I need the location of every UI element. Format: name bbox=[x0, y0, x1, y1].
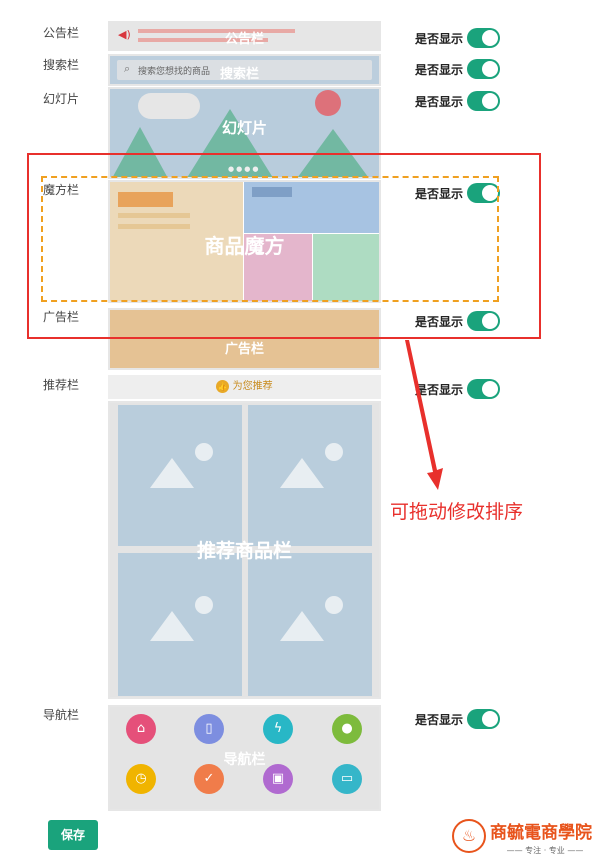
preview-title: 幻灯片 bbox=[221, 119, 267, 137]
label-slides: 幻灯片 bbox=[43, 92, 80, 106]
toggle-nav[interactable]: 是否显示 bbox=[415, 709, 501, 729]
switch[interactable] bbox=[467, 379, 501, 399]
thumbs-up-icon: ✓ bbox=[194, 764, 224, 794]
logo-slogan-row: —— 专注 · 专业 —— bbox=[506, 846, 584, 855]
toggle-label: 是否显示 bbox=[415, 31, 464, 46]
toggle-cube[interactable]: 是否显示 bbox=[415, 183, 501, 203]
recommend-header-text: 为您推荐 bbox=[232, 381, 273, 392]
preview-title: 商品魔方 bbox=[204, 234, 285, 258]
save-button[interactable]: 保存 bbox=[48, 820, 98, 850]
apple-icon: ● bbox=[332, 714, 362, 744]
sun-icon bbox=[315, 90, 341, 116]
speaker-icon: ◀) bbox=[118, 28, 131, 41]
logo-slogan: 专注 · 专业 bbox=[525, 846, 565, 855]
annotation-text: 可拖动修改排序 bbox=[390, 501, 524, 523]
toggle-label: 是否显示 bbox=[415, 314, 464, 329]
toggle-recommend[interactable]: 是否显示 bbox=[415, 379, 501, 399]
carousel-dots[interactable]: ●●●● bbox=[228, 165, 261, 173]
ad-preview[interactable]: 广告栏 bbox=[108, 308, 381, 370]
toggle-slides[interactable]: 是否显示 bbox=[415, 91, 501, 111]
toggle-label: 是否显示 bbox=[415, 94, 464, 109]
phone-icon: ▯ bbox=[194, 714, 224, 744]
truck-icon: ▭ bbox=[332, 764, 362, 794]
toggle-search[interactable]: 是否显示 bbox=[415, 59, 501, 79]
gift-icon: ▣ bbox=[263, 764, 293, 794]
thumbs-up-icon: 👍 bbox=[216, 380, 230, 393]
search-placeholder: 搜索您想找的商品 bbox=[138, 67, 211, 77]
search-icon: ⌕ bbox=[124, 62, 131, 75]
preview-title: 公告栏 bbox=[224, 32, 264, 47]
preview-title: 推荐商品栏 bbox=[196, 540, 292, 562]
preview-title: 搜索栏 bbox=[220, 67, 260, 82]
toggle-notice[interactable]: 是否显示 bbox=[415, 28, 501, 48]
label-notice: 公告栏 bbox=[43, 26, 80, 40]
recommend-preview[interactable]: 推荐商品栏 bbox=[108, 401, 381, 699]
label-recommend: 推荐栏 bbox=[43, 378, 80, 392]
switch[interactable] bbox=[467, 183, 501, 203]
switch[interactable] bbox=[467, 709, 501, 729]
preview-title: 广告栏 bbox=[224, 342, 264, 357]
alarm-icon: ◷ bbox=[126, 764, 156, 794]
toggle-label: 是否显示 bbox=[415, 712, 464, 727]
notice-preview[interactable]: ◀) 公告栏 bbox=[108, 21, 381, 51]
switch[interactable] bbox=[467, 28, 501, 48]
switch[interactable] bbox=[467, 59, 501, 79]
drag-outline bbox=[41, 176, 499, 302]
tag-icon: ⌂ bbox=[126, 714, 156, 744]
search-preview[interactable]: ⌕ 搜索您想找的商品 搜索栏 bbox=[108, 54, 381, 86]
label-search: 搜索栏 bbox=[43, 58, 80, 72]
lightning-icon: ϟ bbox=[263, 714, 293, 744]
cube-preview[interactable]: 商品魔方 bbox=[108, 180, 381, 303]
arrow-icon bbox=[405, 340, 443, 490]
preview-title: 导航栏 bbox=[223, 752, 266, 768]
toggle-ad[interactable]: 是否显示 bbox=[415, 311, 501, 331]
logo-name: 商毓電商學院 bbox=[490, 823, 592, 843]
label-nav: 导航栏 bbox=[43, 708, 80, 722]
logo-icon: ♨ bbox=[452, 819, 486, 853]
highlight-box bbox=[27, 153, 541, 339]
toggle-label: 是否显示 bbox=[415, 186, 464, 201]
toggle-label: 是否显示 bbox=[415, 62, 464, 77]
switch[interactable] bbox=[467, 311, 501, 331]
toggle-label: 是否显示 bbox=[415, 382, 464, 397]
switch[interactable] bbox=[467, 91, 501, 111]
label-ad: 广告栏 bbox=[43, 310, 80, 324]
label-cube: 魔方栏 bbox=[43, 183, 80, 197]
nav-preview[interactable]: ⌂ ▯ ϟ ● ◷ ✓ ▣ ▭ 导航栏 bbox=[108, 705, 381, 811]
recommend-header: 👍 为您推荐 bbox=[108, 375, 381, 399]
